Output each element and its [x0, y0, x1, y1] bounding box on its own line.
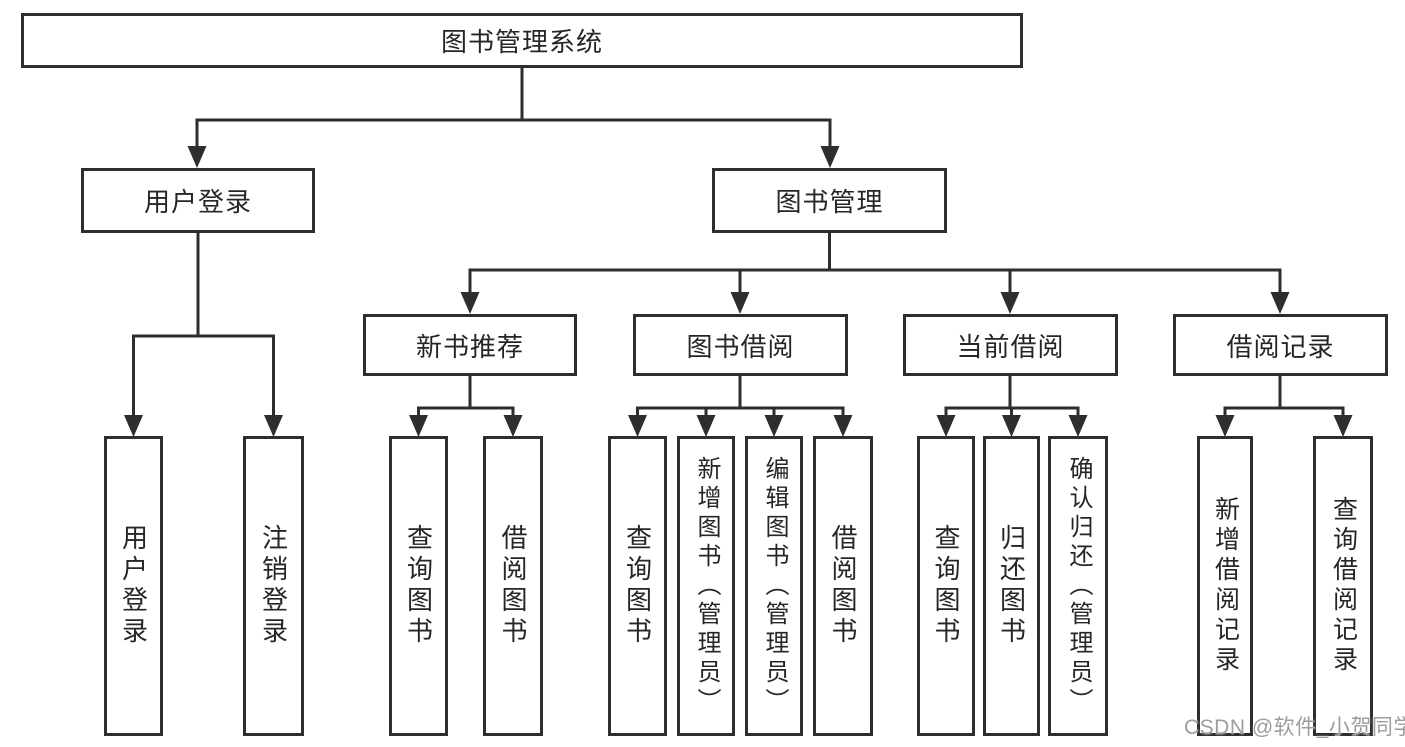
node-label: 图书借阅	[686, 331, 795, 362]
leaf-borrow-query-books: 查询图书	[608, 436, 667, 736]
leaf-label: 查询图书	[931, 524, 961, 648]
node-current-borrow: 当前借阅	[903, 314, 1118, 376]
leaf-current-query-books: 查询图书	[917, 436, 975, 736]
leaf-label: 编辑图书（管理员）	[761, 455, 788, 717]
leaf-label: 查询借阅记录	[1329, 496, 1358, 676]
csdn-watermark: CSDN @软件_小贺同学	[1184, 716, 1405, 739]
node-label: 新书推荐	[415, 331, 524, 362]
leaf-borrow-borrow-books: 借阅图书	[813, 436, 873, 736]
leaf-user-login: 用户登录	[104, 436, 163, 736]
node-label: 图书管理系统	[440, 27, 603, 57]
node-label: 当前借阅	[956, 331, 1065, 362]
leaf-borrow-add-book-admin: 新增图书（管理员）	[677, 436, 735, 736]
node-book-management: 图书管理	[712, 168, 947, 233]
leaf-recommend-query-books: 查询图书	[389, 436, 448, 736]
node-label: 借阅记录	[1226, 331, 1335, 362]
leaf-current-confirm-return-admin: 确认归还（管理员）	[1048, 436, 1108, 736]
leaf-label: 借阅图书	[498, 524, 528, 648]
node-library-management-system: 图书管理系统	[21, 13, 1023, 68]
leaf-label: 新增借阅记录	[1211, 496, 1240, 676]
leaf-label: 新增图书（管理员）	[693, 455, 720, 717]
node-label: 用户登录	[143, 187, 252, 217]
node-new-book-recommend: 新书推荐	[363, 314, 577, 376]
node-user-login: 用户登录	[81, 168, 315, 233]
leaf-current-return-books: 归还图书	[983, 436, 1040, 736]
leaf-label: 归还图书	[996, 524, 1027, 648]
leaf-recommend-borrow-books: 借阅图书	[483, 436, 543, 736]
leaf-label: 借阅图书	[828, 524, 858, 648]
leaf-logout: 注销登录	[243, 436, 304, 736]
leaf-records-query-record: 查询借阅记录	[1313, 436, 1373, 736]
node-borrow-records: 借阅记录	[1173, 314, 1388, 376]
node-book-borrow: 图书借阅	[633, 314, 848, 376]
leaf-label: 用户登录	[118, 524, 149, 648]
leaf-label: 确认归还（管理员）	[1065, 455, 1092, 717]
leaf-records-add-record: 新增借阅记录	[1197, 436, 1253, 736]
leaf-borrow-edit-book-admin: 编辑图书（管理员）	[745, 436, 803, 736]
leaf-label: 查询图书	[622, 524, 653, 648]
node-label: 图书管理	[775, 187, 884, 217]
leaf-label: 注销登录	[258, 524, 289, 648]
arrowheads	[124, 146, 1353, 437]
leaf-label: 查询图书	[403, 524, 434, 648]
